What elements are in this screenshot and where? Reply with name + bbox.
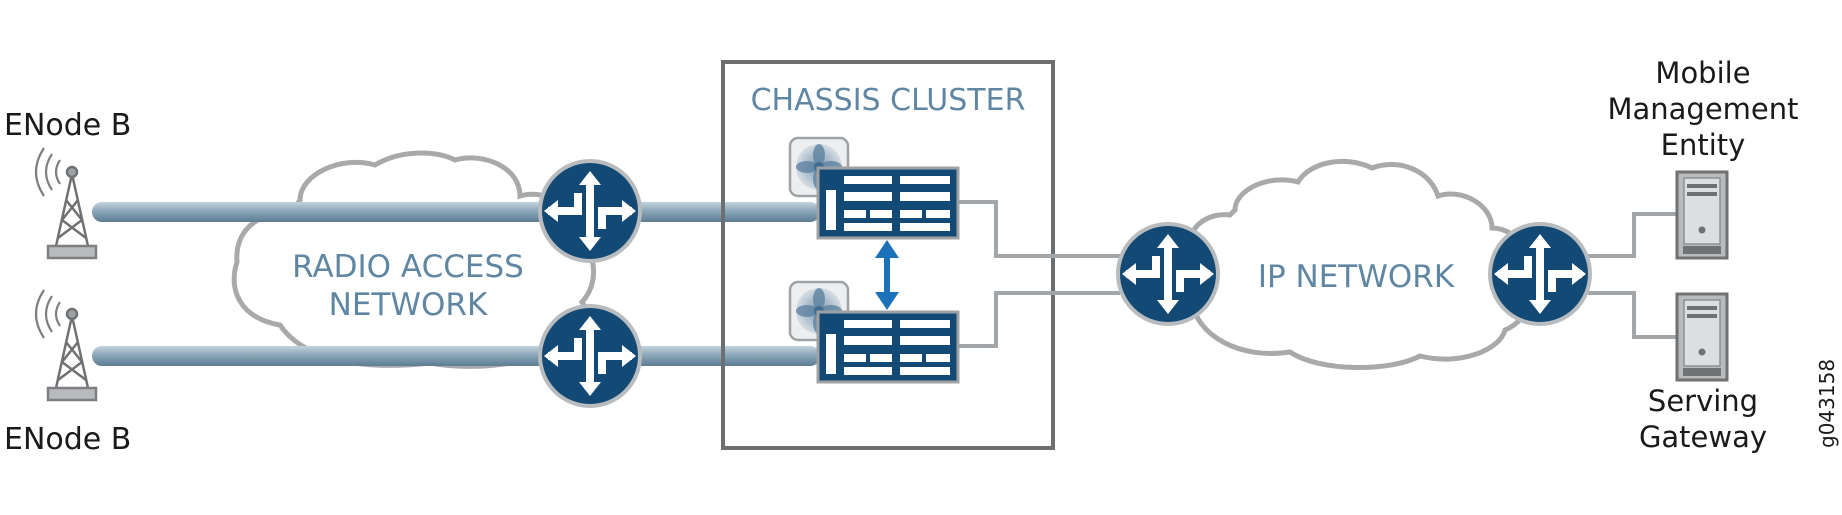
enodeb-tower-top-icon — [34, 146, 98, 260]
label-ip-network: IP NETWORK — [1258, 259, 1455, 295]
link-device-top-to-router — [958, 200, 1120, 258]
label-enodeb-bottom: ENode B — [4, 422, 131, 457]
mme-server-icon — [1675, 170, 1729, 260]
label-radio-access-line2: NETWORK — [329, 287, 488, 323]
enodeb-tower-bottom-icon — [34, 288, 98, 402]
router-ip-right-icon — [1488, 222, 1592, 326]
link-router-to-sgw — [1588, 291, 1677, 339]
pipe-top — [92, 202, 820, 222]
label-sgw-line1: Serving — [1648, 384, 1758, 418]
label-sgw-line2: Gateway — [1639, 420, 1767, 454]
router-ran-top-icon — [538, 159, 642, 263]
link-router-to-mme — [1588, 212, 1677, 258]
router-ip-left-icon — [1116, 222, 1220, 326]
pipe-bottom — [92, 346, 820, 366]
figure-id: g043158 — [1815, 359, 1839, 448]
cluster-device-bottom-icon — [816, 310, 960, 384]
label-mme-line2: Management — [1607, 92, 1798, 126]
router-ran-bottom-icon — [538, 304, 642, 408]
label-radio-access-line1: RADIO ACCESS — [292, 249, 524, 285]
label-mme-line1: Mobile — [1655, 56, 1750, 90]
label-chassis-cluster: CHASSIS CLUSTER — [751, 83, 1026, 118]
cluster-device-top-icon — [816, 166, 960, 240]
sgw-server-icon — [1675, 292, 1729, 382]
cluster-sync-arrow-icon — [875, 240, 899, 310]
label-mme-line3: Entity — [1661, 128, 1746, 162]
label-enodeb-top: ENode B — [4, 108, 131, 143]
link-device-bottom-to-router — [958, 291, 1120, 348]
